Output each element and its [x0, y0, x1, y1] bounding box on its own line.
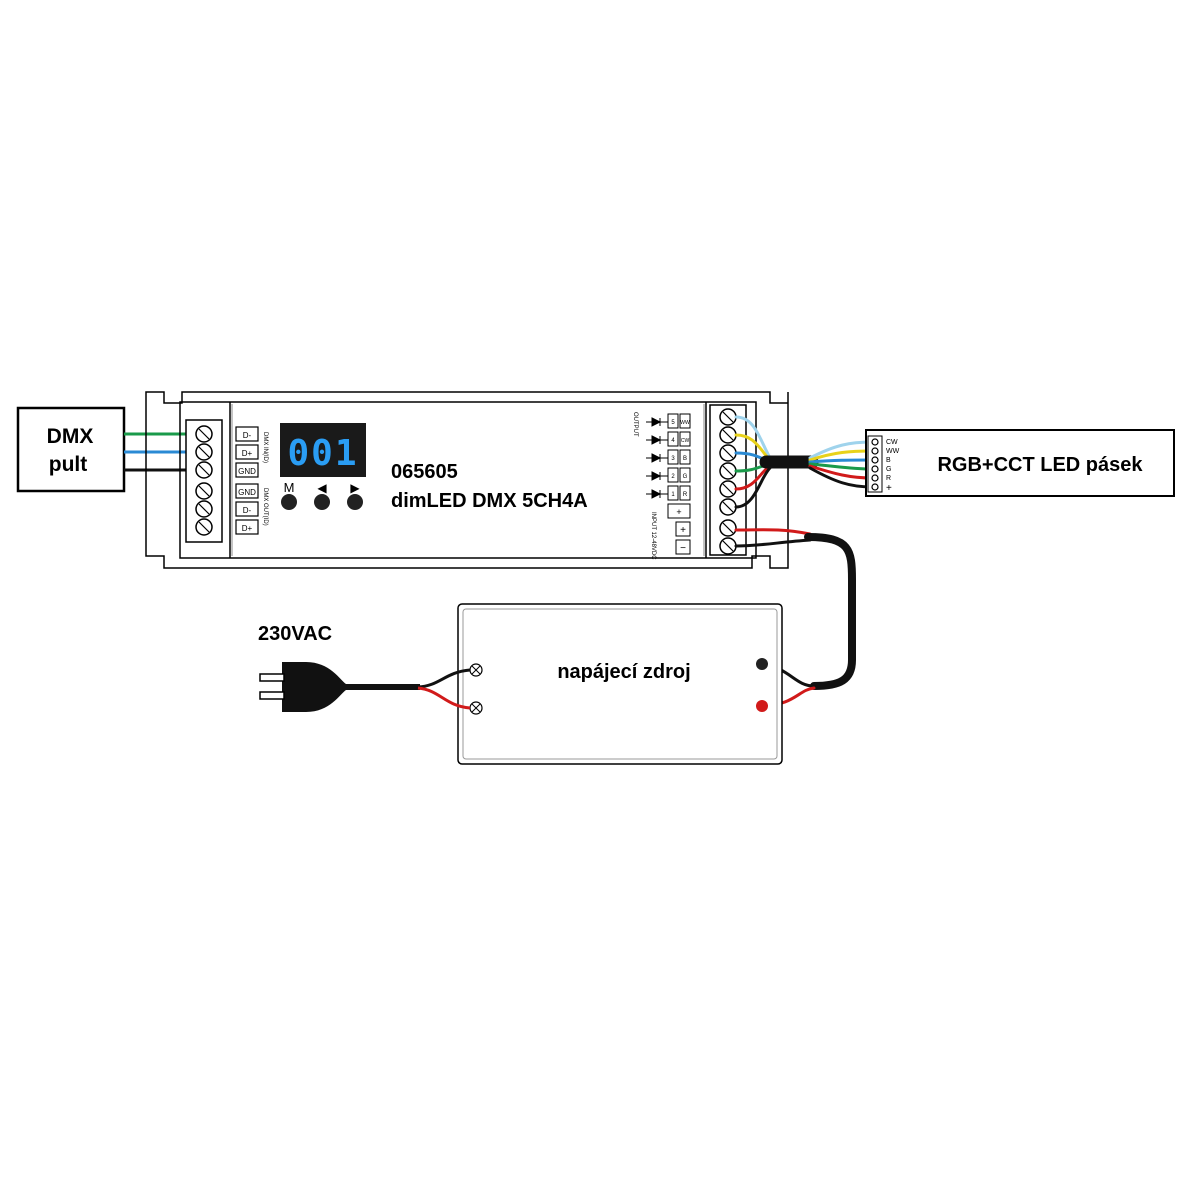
strip-pin: WW — [886, 448, 900, 455]
dmx-terminal-label: GND — [238, 488, 256, 497]
input-terminal-plus: + — [680, 525, 686, 536]
power-supply: napájecí zdroj — [457, 603, 783, 765]
led-strip: CW WW B G R + RGB+CCT LED pásek — [865, 429, 1175, 497]
button-label-right: ▶ — [350, 481, 360, 495]
button-label-left: ◀ — [317, 481, 327, 495]
strip-pin: G — [886, 466, 891, 473]
output-section: OUTPUT 5 4 3 2 1 + WW CW B G R — [632, 412, 691, 519]
dmx-terminal-label: GND — [238, 467, 256, 476]
output-channel: + — [676, 507, 681, 517]
strip-pin: R — [886, 475, 891, 482]
output-channel: 1 — [671, 492, 675, 498]
dmx-terminal-block — [185, 419, 223, 543]
input-terminal-minus: − — [680, 543, 686, 554]
dmx-terminal-label: D- — [243, 506, 252, 515]
dmx-out-label: DMX OUT(ID) — [262, 488, 268, 526]
dmx-terminal-label: D+ — [242, 449, 253, 458]
dmx-console-line1: DMX — [47, 425, 94, 448]
dmx-terminal-labels: D- D+ GND GND D- D+ DMX IN(ID) DMX OUT(I… — [235, 426, 268, 535]
dmx-console-line2: pult — [49, 453, 87, 476]
dc-plus-terminal — [756, 700, 768, 712]
output-channel: 5 — [671, 420, 675, 426]
output-color: G — [683, 474, 688, 480]
product-code: 065605 — [391, 461, 458, 483]
right-button[interactable] — [347, 494, 363, 510]
dmx-wires — [124, 432, 196, 472]
mains-label: 230VAC — [258, 623, 332, 645]
output-channel: 2 — [671, 474, 675, 480]
dmx-terminal-label: D+ — [242, 524, 253, 533]
output-color: WW — [680, 420, 690, 426]
led-strip-label: RGB+CCT LED pásek — [937, 454, 1143, 476]
input-label: INPUT 12-48VDC — [650, 512, 656, 560]
dmx-console: DMX pult — [16, 406, 126, 493]
m-button[interactable] — [281, 494, 297, 510]
power-supply-label: napájecí zdroj — [557, 661, 690, 683]
controller-housing — [145, 391, 789, 569]
dmx-in-label: DMX IN(ID) — [262, 432, 268, 463]
output-channel: 4 — [671, 438, 675, 444]
output-label: OUTPUT — [632, 412, 638, 437]
control-buttons: M ◀ ▶ — [281, 480, 363, 510]
dc-minus-terminal — [756, 658, 768, 670]
product-model: dimLED DMX 5CH4A — [391, 490, 588, 512]
strip-pin: + — [886, 483, 892, 494]
display-value: 001 — [287, 433, 358, 474]
output-color: R — [683, 492, 688, 498]
button-label-m: M — [284, 480, 295, 495]
output-color: CW — [681, 438, 690, 444]
dmx-terminal-label: D- — [243, 431, 252, 440]
output-terminal-block — [709, 404, 747, 556]
output-channel: 3 — [671, 456, 675, 462]
strip-pin: CW — [886, 439, 898, 446]
output-color: B — [683, 456, 687, 462]
led-wires — [734, 415, 874, 509]
strip-pin: B — [886, 457, 891, 464]
left-button[interactable] — [314, 494, 330, 510]
ac-plug: 230VAC — [258, 623, 471, 712]
input-section: INPUT 12-48VDC + − — [650, 512, 691, 560]
address-display: 001 — [280, 423, 366, 477]
